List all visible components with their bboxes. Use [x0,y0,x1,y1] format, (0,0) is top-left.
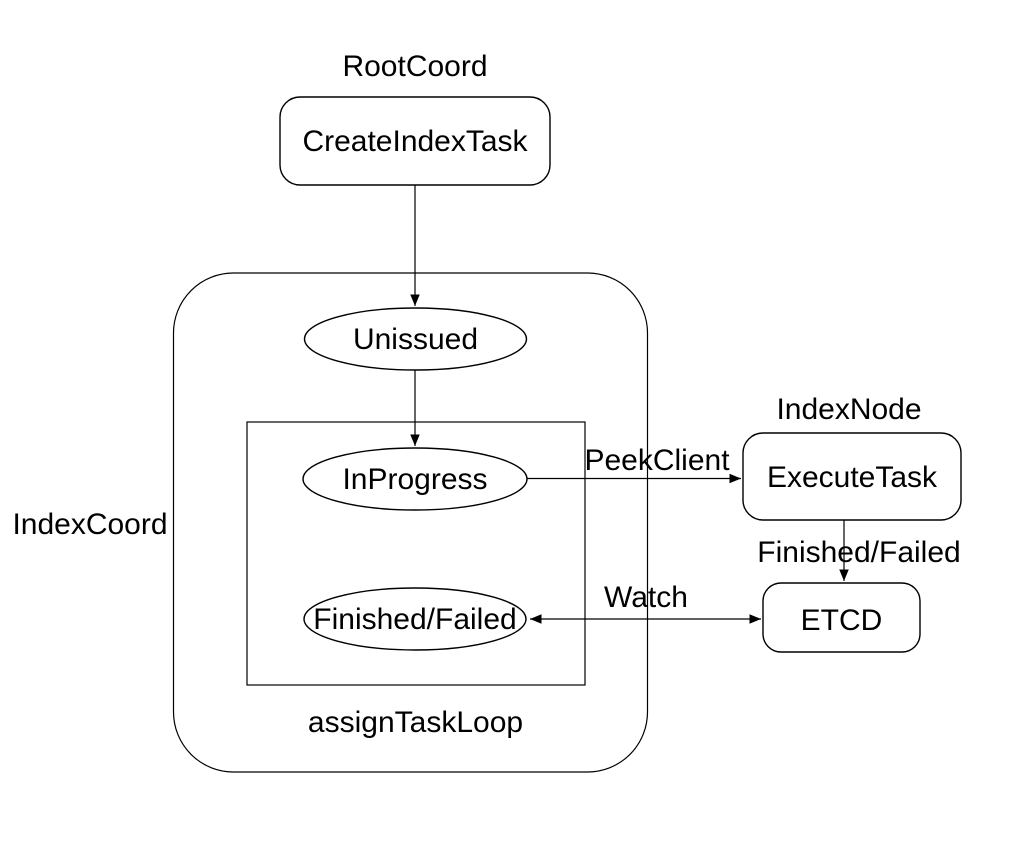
edge-finished-failed-label: Finished/Failed [757,536,960,569]
node-finished-failed-label: Finished/Failed [313,603,516,636]
assigntaskloop-label: assignTaskLoop [308,706,523,739]
indexnode-group-label: IndexNode [776,393,921,426]
node-in-progress-label: InProgress [342,463,487,496]
indexcoord-container [172,272,649,773]
node-execute-task [742,432,962,521]
node-create-index-task-label: CreateIndexTask [302,125,528,158]
node-unissued-label: Unissued [353,323,478,356]
assigntaskloop-container [246,421,586,686]
node-execute-task-label: ExecuteTask [767,461,938,494]
edge-watch-label: Watch [604,581,688,614]
node-create-index-task [279,96,551,186]
node-etcd [762,582,921,653]
indexcoord-group-label: IndexCoord [12,508,167,541]
node-in-progress [302,447,528,511]
rootcoord-group-label: RootCoord [342,50,487,83]
node-finished-failed [303,587,527,651]
node-unissued [303,307,528,371]
edge-peekclient-label: PeekClient [584,444,730,477]
node-etcd-label: ETCD [801,604,883,637]
